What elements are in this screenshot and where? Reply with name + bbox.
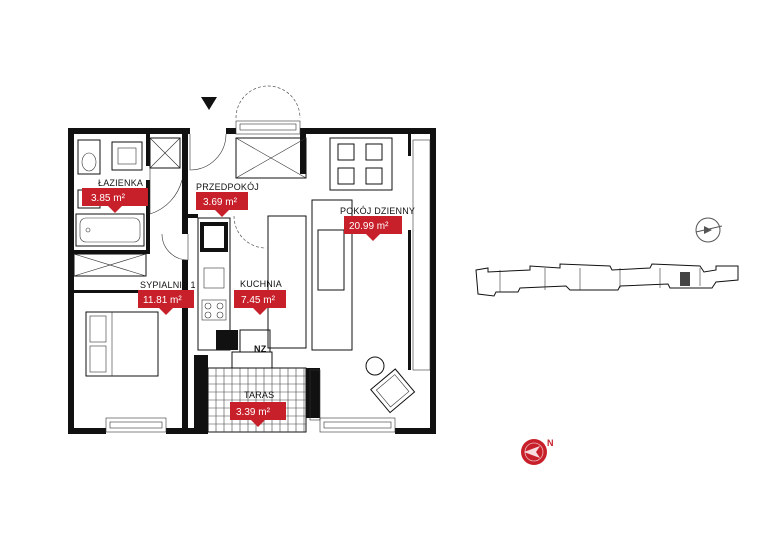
room-area: 7.45 m² — [241, 295, 276, 306]
room-name: POKÓJ DZIENNY — [340, 206, 415, 216]
entrance-cabinet — [235, 137, 307, 179]
room-area: 20.99 m² — [349, 221, 389, 232]
room-name: SYPIALNIA 1 — [140, 280, 196, 290]
room-name: TARAS — [244, 390, 274, 400]
living-furniture — [311, 137, 416, 414]
compass-letter: N — [547, 438, 554, 448]
room-name: ŁAZIENKA — [98, 178, 143, 188]
room-area: 3.39 m² — [236, 407, 271, 418]
room-area: 11.81 m² — [143, 295, 182, 306]
fridge-label: NZ — [254, 344, 267, 354]
interior-walls — [74, 134, 411, 428]
room-labels: ŁAZIENKA 3.85 m² PRZEDPOKÓJ 3.69 m² POKÓ… — [82, 178, 415, 427]
bedroom-wardrobe — [73, 253, 147, 277]
kitchen-fixtures: NZ — [197, 215, 307, 354]
building-key-plan — [475, 263, 739, 297]
room-lazienka: ŁAZIENKA 3.85 m² — [82, 178, 148, 213]
north-arrow-icon: N — [521, 438, 554, 465]
unit-highlight — [680, 272, 690, 286]
doors — [149, 85, 301, 261]
room-area: 3.85 m² — [91, 193, 126, 204]
windows — [105, 120, 431, 433]
outer-walls — [68, 128, 436, 434]
room-area: 3.69 m² — [203, 197, 238, 208]
room-taras: TARAS 3.39 m² — [230, 390, 286, 427]
room-sypialnia-1: SYPIALNIA 1 11.81 m² — [138, 280, 196, 315]
room-name: PRZEDPOKÓJ — [196, 182, 259, 192]
room-przedpokoj: PRZEDPOKÓJ 3.69 m² — [196, 182, 259, 217]
bed — [85, 311, 159, 377]
room-kuchnia: KUCHNIA 7.45 m² — [234, 279, 286, 315]
room-pokoj-dzienny: POKÓJ DZIENNY 20.99 m² — [340, 206, 415, 241]
entrance-arrow-icon — [201, 97, 217, 110]
sun-direction-icon — [695, 217, 723, 243]
room-name: KUCHNIA — [240, 279, 282, 289]
